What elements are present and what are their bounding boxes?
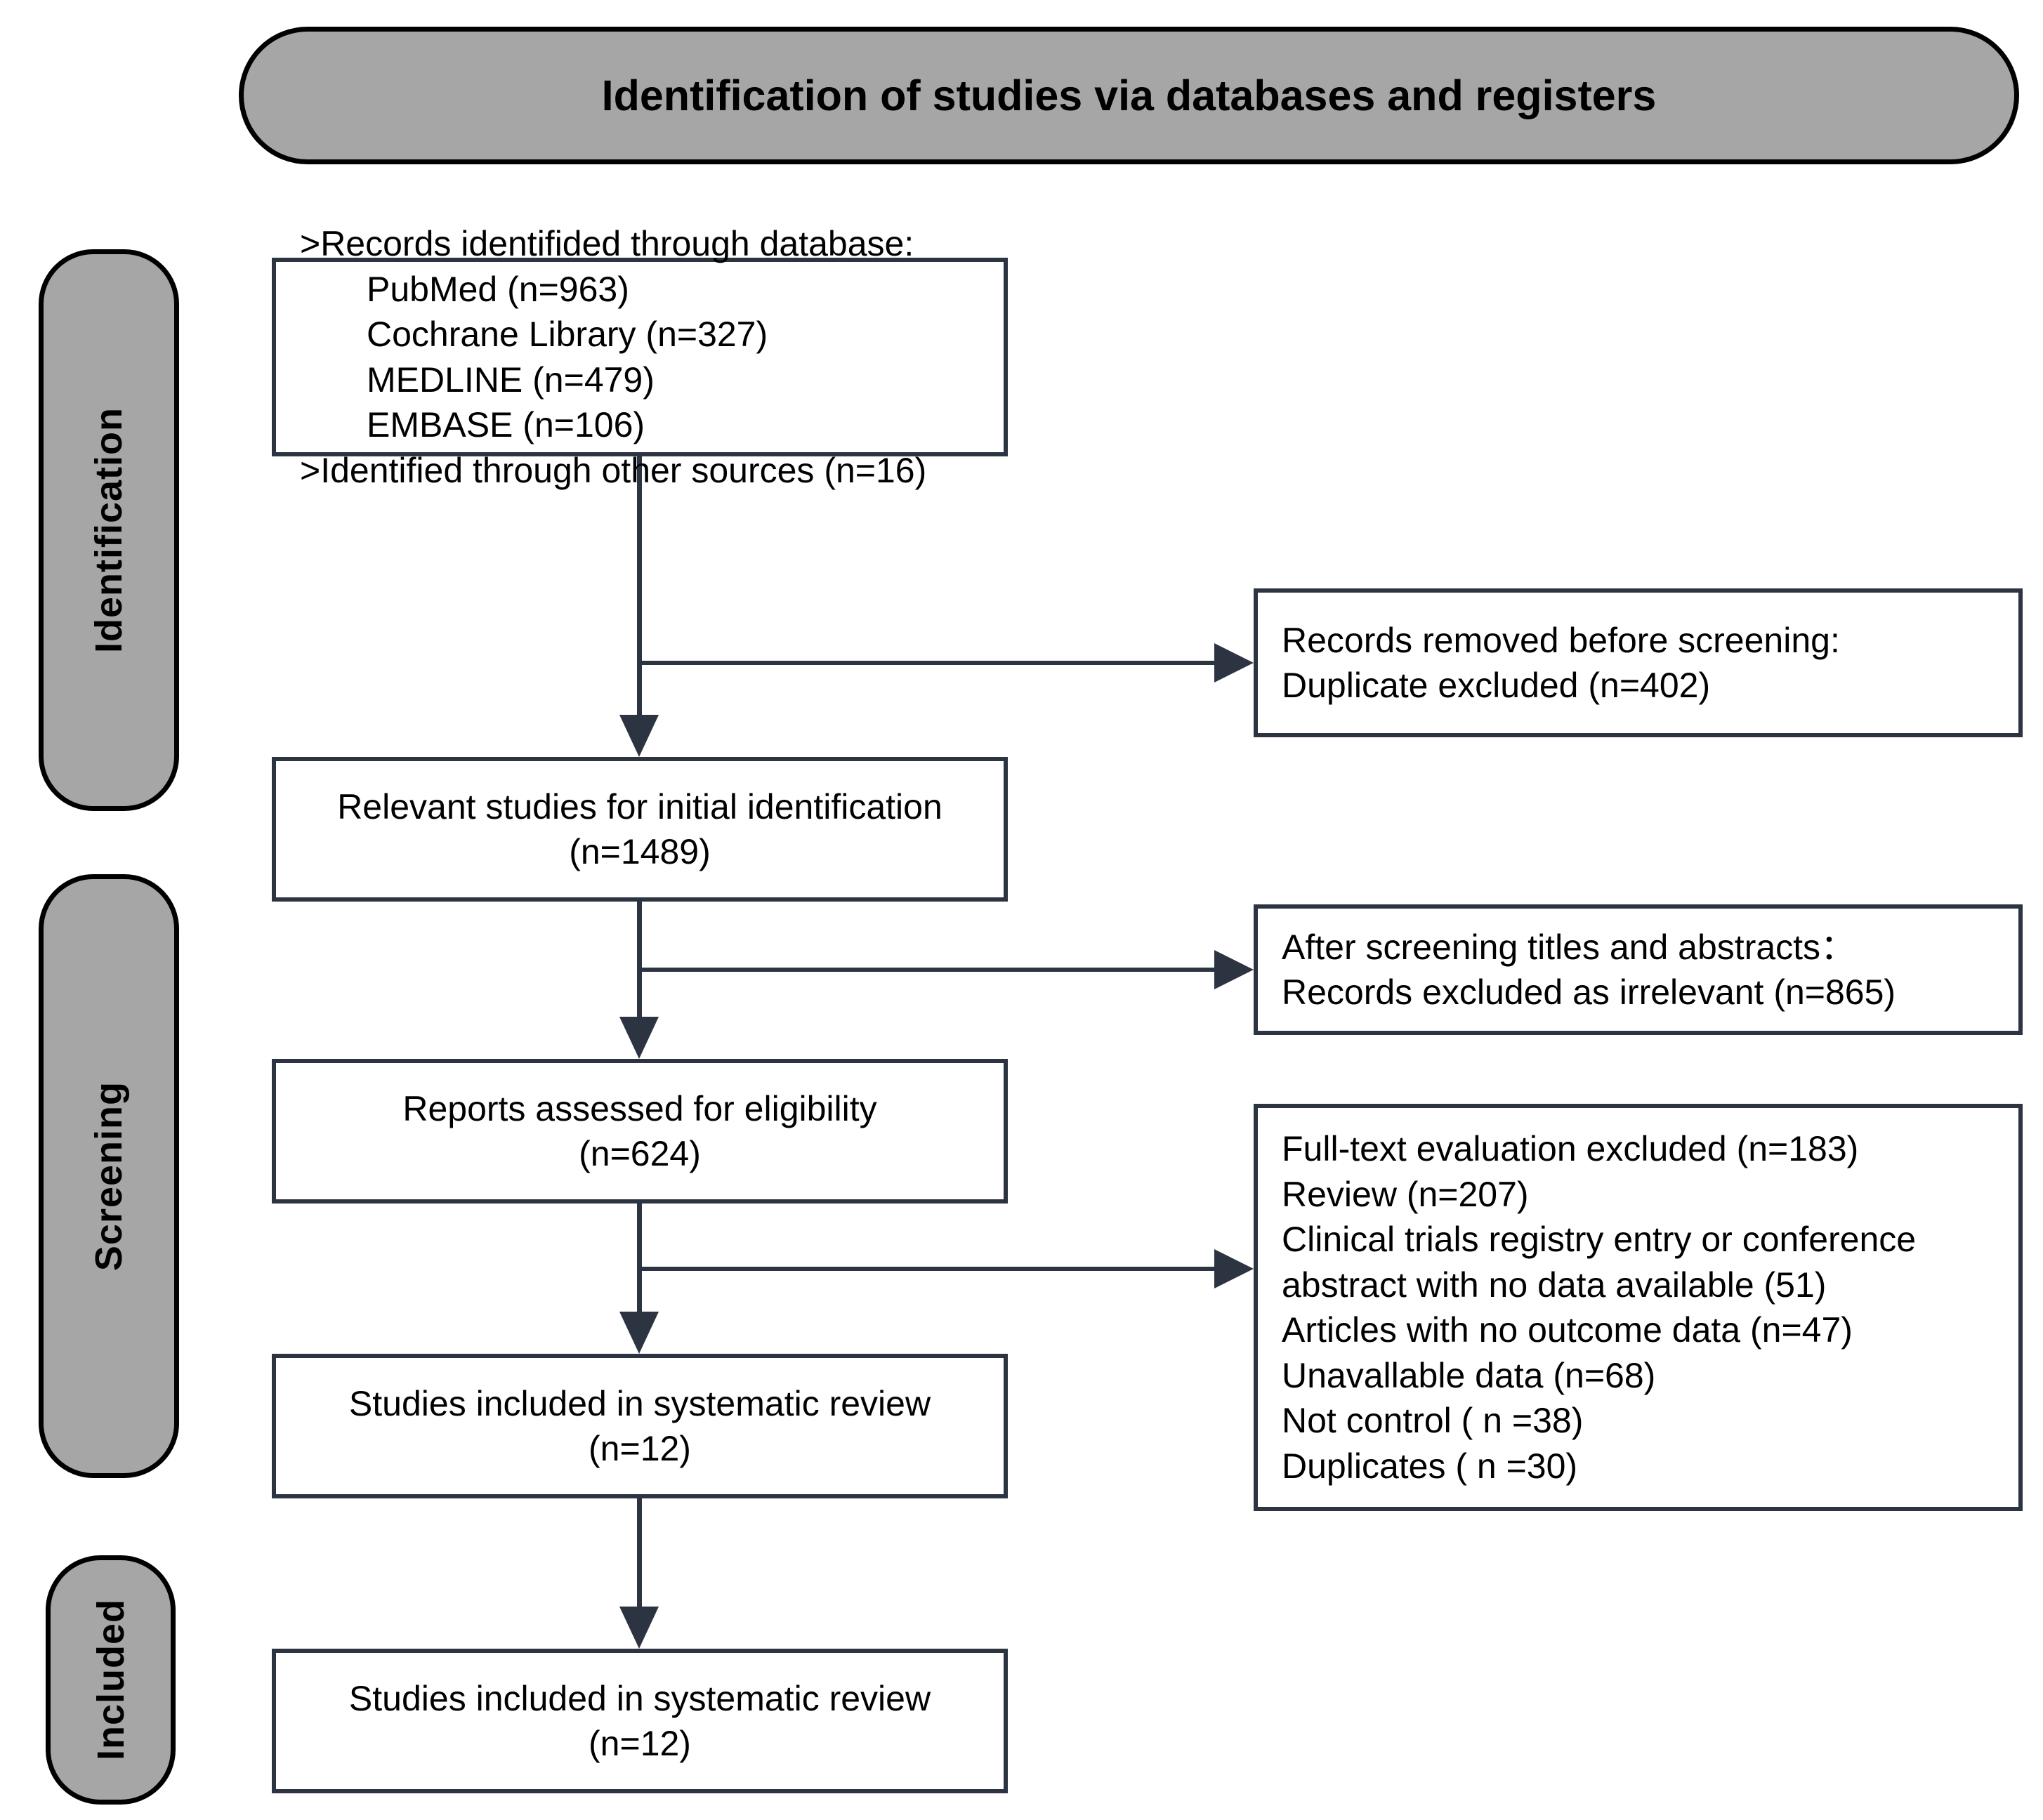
box-line: Reports assessed for eligibility <box>402 1088 877 1128</box>
box-line: Articles with no outcome data (n=47) <box>1282 1310 1853 1350</box>
connector-relevant-to-eligibility <box>637 902 642 1017</box>
connector-eligibility-to-included <box>637 1204 642 1312</box>
box-line: PubMed (n=963) <box>367 269 629 309</box>
connector-identified-to-relevant <box>637 456 642 715</box>
connector-eligibility-to-fulltext-out <box>637 1267 1218 1271</box>
stage-pill-screening: Screening <box>39 874 179 1478</box>
arrowhead-eligibility-to-included <box>619 1312 659 1354</box>
box-line: After screening titles and abstracts： <box>1282 927 1856 967</box>
box-line: Review (n=207) <box>1282 1174 1529 1214</box>
arrowhead-relevant-to-eligibility <box>619 1017 659 1059</box>
box-line: EMBASE (n=106) <box>367 405 645 444</box>
diagram-title: Identification of studies via databases … <box>601 72 1657 119</box>
box-line: Cochrane Library (n=327) <box>367 315 768 354</box>
box-fulltext-excluded: Full-text evaluation excluded (n=183) Re… <box>1254 1104 2023 1511</box>
box-line: >Records identifided through database: <box>300 224 914 263</box>
box-line: Clinical trials registry entry or confer… <box>1282 1220 1917 1259</box>
connector-included-to-final <box>637 1498 642 1607</box>
box-studies-included-systematic-review: Studies included in systematic review (n… <box>272 1354 1008 1498</box>
arrowhead-eligibility-to-fulltext-out <box>1214 1249 1254 1288</box>
box-line: >Identified through other sources (n=16) <box>300 450 927 490</box>
arrowhead-identified-to-removed <box>1214 643 1254 682</box>
stage-label-included: Included <box>89 1599 132 1761</box>
box-line: Records excluded as irrelevant (n=865) <box>1282 972 1896 1012</box>
arrowhead-relevant-to-screened-out <box>1214 950 1254 989</box>
box-reports-assessed-eligibility: Reports assessed for eligibility (n=624) <box>272 1059 1008 1204</box>
box-line: (n=1489) <box>569 832 711 871</box>
arrowhead-included-to-final <box>619 1607 659 1649</box>
stage-pill-included: Included <box>46 1555 176 1805</box>
box-relevant-studies: Relevant studies for initial identificat… <box>272 757 1008 902</box>
box-line: MEDLINE (n=479) <box>367 360 655 400</box>
box-line: Full-text evaluation excluded (n=183) <box>1282 1129 1859 1168</box>
box-studies-included-final: Studies included in systematic review (n… <box>272 1649 1008 1793</box>
box-line: Studies included in systematic review <box>348 1383 931 1423</box>
box-line: Relevant studies for initial identificat… <box>337 786 942 826</box>
connector-relevant-to-screened-out <box>637 968 1218 972</box>
connector-identified-to-removed <box>637 661 1218 665</box>
box-line: Studies included in systematic review <box>348 1678 931 1718</box>
box-line: abstract with no data available (51) <box>1282 1265 1827 1305</box>
stage-label-identification: Identification <box>88 407 130 653</box>
box-line: Unavallable data (n=68) <box>1282 1355 1656 1395</box>
stage-label-screening: Screening <box>88 1081 130 1272</box>
box-line: Duplicate excluded (n=402) <box>1282 666 1711 705</box>
box-line: Duplicates ( n =30) <box>1282 1446 1578 1486</box>
box-line: Records removed before screening: <box>1282 620 1840 660</box>
box-line: (n=624) <box>579 1134 701 1173</box>
stage-pill-identification: Identification <box>39 249 179 811</box>
box-line: (n=12) <box>589 1724 691 1763</box>
box-records-removed: Records removed before screening: Duplic… <box>1254 588 2023 737</box>
box-line: (n=12) <box>589 1429 691 1468</box>
box-records-identified: >Records identifided through database: P… <box>272 224 1008 490</box>
box-line: Not control ( n =38) <box>1282 1401 1584 1440</box>
arrowhead-identified-to-relevant <box>619 715 659 757</box>
box-records-excluded-irrelevant: After screening titles and abstracts： Re… <box>1254 904 2023 1035</box>
diagram-header-banner: Identification of studies via databases … <box>239 27 2019 164</box>
